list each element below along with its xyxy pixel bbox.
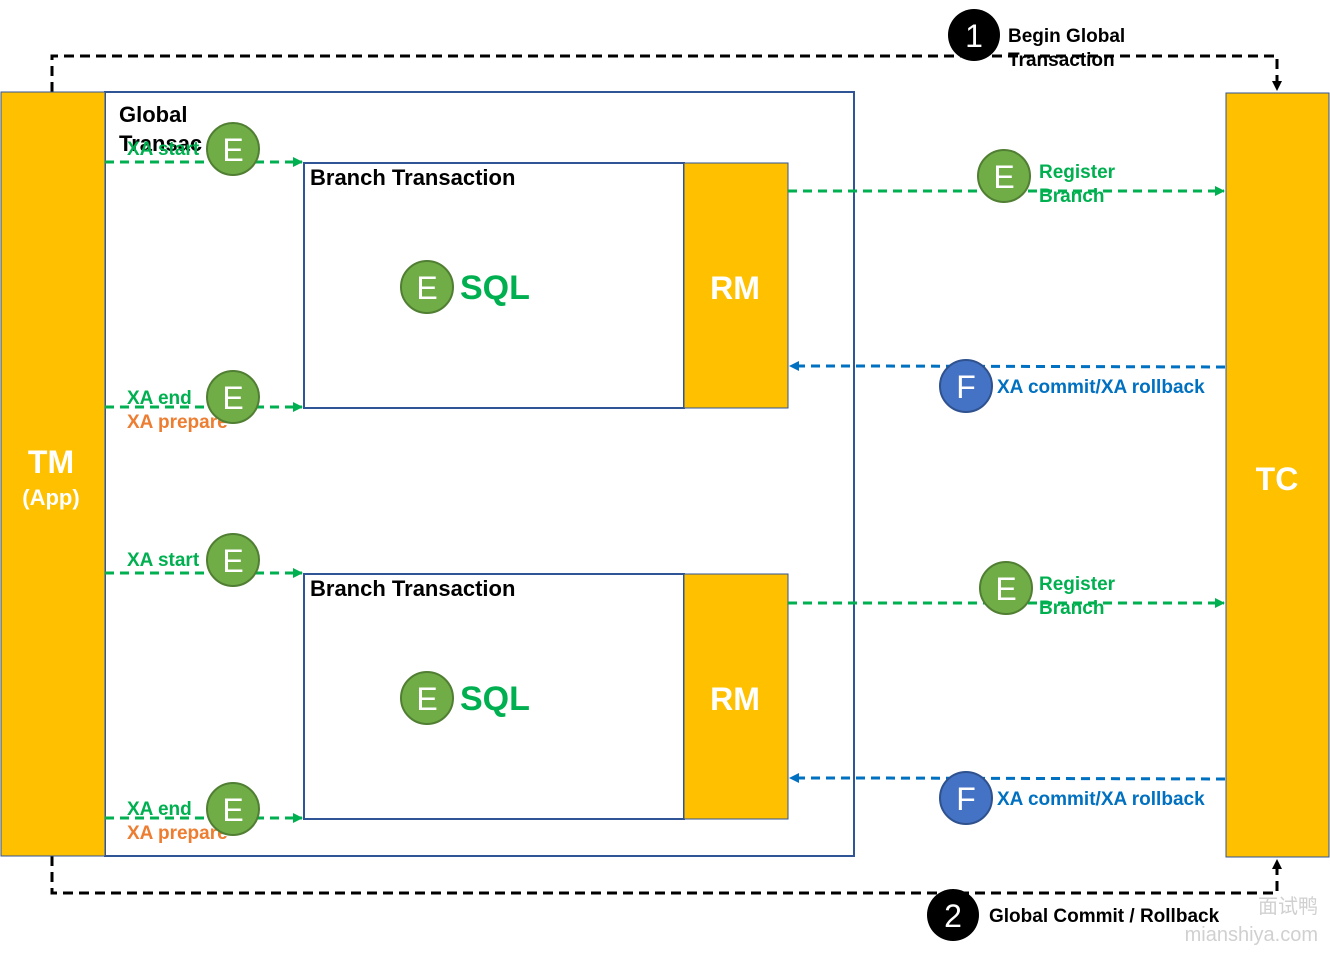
xa-end-badge-letter: E: [222, 792, 243, 828]
register-branch-label-2: Branch: [1039, 186, 1104, 207]
xa-commit-badge-icon: [939, 771, 993, 825]
global-commit-connector: [50, 856, 1282, 895]
xa-commit-arrow: [789, 773, 1226, 783]
step-2-label: Global Commit / Rollback: [989, 906, 1220, 927]
xa-commit-label: XA commit/XA rollback: [997, 789, 1205, 810]
register-branch-badge-letter: E: [993, 159, 1014, 195]
branch-transaction-box: [303, 573, 685, 820]
step-1-badge-icon: [948, 9, 1000, 61]
xa-commit-label: XA commit/XA rollback: [997, 377, 1205, 398]
sql-badge-letter: E: [416, 681, 437, 717]
xa-end-label: XA end: [127, 799, 192, 820]
watermark-line-1: 面试鸭: [1258, 895, 1318, 918]
xa-start-label: XA start: [127, 139, 200, 160]
tm-subtitle: (App): [22, 485, 79, 510]
tm-title: TM: [28, 444, 74, 480]
xa-start-label: XA start: [127, 550, 200, 571]
step-1-label-1: Begin Global: [1008, 26, 1125, 47]
xa-commit-arrow: [789, 361, 1226, 371]
xa-end-badge-icon: [206, 782, 260, 836]
xa-start-badge-icon: [206, 533, 260, 587]
global-transaction-label-2: Transac: [119, 131, 202, 156]
xa-commit-badge-letter: F: [956, 369, 976, 405]
rm-label: RM: [710, 681, 760, 717]
sql-badge-icon: [400, 260, 454, 314]
sql-label: SQL: [460, 269, 530, 307]
xa-commit-badge-icon: [939, 359, 993, 413]
xa-end-badge-letter: E: [222, 380, 243, 416]
register-branch-badge-letter: E: [995, 571, 1016, 607]
register-branch-badge-icon: [977, 149, 1031, 203]
xa-end-badge-icon: [206, 370, 260, 424]
step-2-badge-icon: [927, 889, 979, 941]
rm-label: RM: [710, 270, 760, 306]
branch-1: Branch Transaction RM E SQL XA start E X…: [105, 122, 1226, 433]
xa-commit-badge-letter: F: [956, 781, 976, 817]
step-2-number: 2: [944, 898, 962, 934]
tm-block: [0, 91, 106, 857]
tc-block: [1225, 92, 1330, 858]
branch-transaction-title: Branch Transaction: [310, 165, 515, 190]
register-branch-label-1: Register: [1039, 162, 1116, 183]
register-branch-label-2: Branch: [1039, 598, 1104, 619]
tc-title: TC: [1256, 461, 1299, 497]
begin-global-connector: [50, 54, 1282, 92]
xa-start-badge-letter: E: [222, 132, 243, 168]
sql-badge-letter: E: [416, 270, 437, 306]
sql-badge-icon: [400, 671, 454, 725]
branch-transaction-box: [303, 162, 685, 409]
rm-block: [683, 162, 789, 409]
branch-transaction-title: Branch Transaction: [310, 576, 515, 601]
sql-label: SQL: [460, 680, 530, 718]
xa-prepare-label: XA prepare: [127, 412, 228, 433]
branch-2: Branch Transaction RM E SQL XA start E X…: [105, 533, 1226, 844]
watermark-line-2: mianshiya.com: [1185, 924, 1318, 946]
xa-prepare-label: XA prepare: [127, 823, 228, 844]
step-1-label-2: Transaction: [1008, 50, 1115, 71]
xa-start-badge-icon: [206, 122, 260, 176]
xa-start-badge-letter: E: [222, 543, 243, 579]
xa-end-label: XA end: [127, 388, 192, 409]
step-1-number: 1: [965, 18, 983, 54]
global-transaction-label-1: Global: [119, 102, 187, 127]
register-branch-badge-icon: [979, 561, 1033, 615]
register-branch-label-1: Register: [1039, 574, 1116, 595]
rm-block: [683, 573, 789, 820]
